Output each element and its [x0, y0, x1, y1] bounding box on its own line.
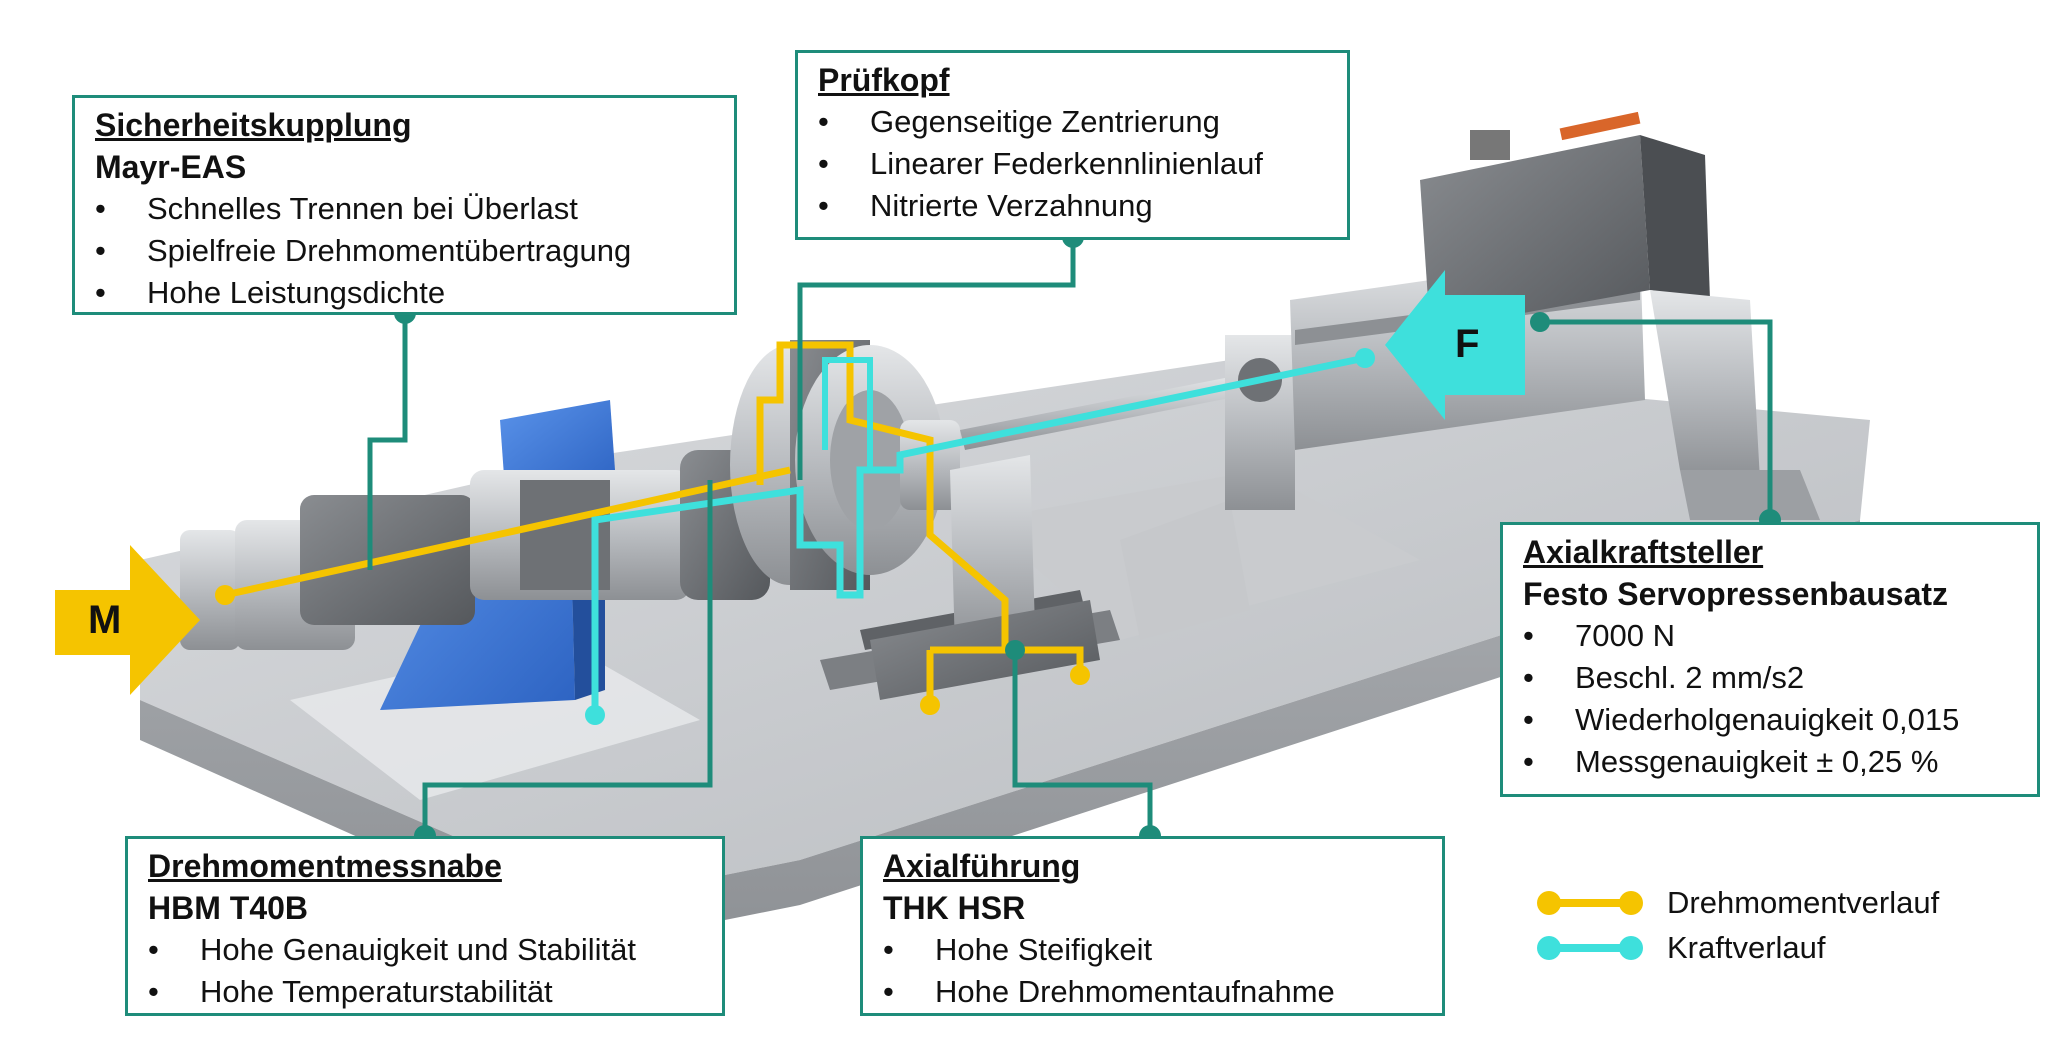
list-item: • Schnelles Trennen bei Überlast — [95, 188, 714, 230]
list-item: • Messgenauigkeit ± 0,25 % — [1523, 741, 2017, 783]
bullet: • — [1523, 744, 1534, 779]
bullet-text: 7000 N — [1575, 618, 1675, 653]
list-item: • Hohe Genauigkeit und Stabilität — [148, 929, 702, 971]
force-input-arrow — [1385, 270, 1525, 420]
bullet-list: • Gegenseitige Zentrierung • Linearer Fede… — [818, 101, 1327, 227]
legend-item-torque: Drehmomentverlauf — [1535, 885, 1939, 921]
list-item: • Hohe Drehmomentaufnahme — [883, 971, 1422, 1013]
callout-subheading: THK HSR — [883, 890, 1026, 926]
bullet: • — [95, 275, 106, 310]
bullet: • — [818, 146, 829, 181]
leader-lines — [367, 237, 1773, 836]
list-item: • Hohe Leistungsdichte — [95, 272, 714, 314]
bullet: • — [95, 233, 106, 268]
bullet: • — [818, 104, 829, 139]
bullet-text: Beschl. 2 mm/s2 — [1575, 660, 1805, 695]
bullet-list: • Hohe Steifigkeit • Hohe Drehmomentaufnah… — [883, 929, 1422, 1013]
bullet-list: • Schnelles Trennen bei Überlast • Spielfr… — [95, 188, 714, 314]
bullet: • — [148, 974, 159, 1009]
bullet-list: • 7000 N • Beschl. 2 mm/s2 • Wiederholgenau… — [1523, 615, 2017, 783]
bullet-list: • Hohe Genauigkeit und Stabilität • Hohe T… — [148, 929, 702, 1013]
callout-heading: Prüfkopf — [818, 62, 950, 98]
list-item: • Spielfreie Drehmomentübertragung — [95, 230, 714, 272]
bullet-text: Hohe Temperaturstabilität — [200, 974, 553, 1009]
callout-heading: Sicherheitskupplung — [95, 107, 412, 143]
bullet-text: Hohe Steifigkeit — [935, 932, 1153, 967]
list-item: • Hohe Steifigkeit — [883, 929, 1422, 971]
list-item: • Wiederholgenauigkeit 0,015 — [1523, 699, 2017, 741]
callout-subheading: HBM T40B — [148, 890, 309, 926]
callout-heading: Axialkraftsteller — [1523, 534, 1764, 570]
callout-subheading: Festo Servopressenbausatz — [1523, 576, 1949, 612]
bullet: • — [883, 932, 894, 967]
bullet-text: Schnelles Trennen bei Überlast — [147, 191, 578, 226]
bullet-text: Hohe Leistungsdichte — [147, 275, 446, 310]
bullet-text: Hohe Drehmomentaufnahme — [935, 974, 1335, 1009]
callout-axialkraftsteller: Axialkraftsteller Festo Servopressenbaus… — [1500, 522, 2040, 797]
bullet: • — [148, 932, 159, 967]
callout-heading: Drehmomentmessnabe — [148, 848, 502, 884]
bullet-text: Hohe Genauigkeit und Stabilität — [200, 932, 637, 967]
torque-path — [215, 341, 1090, 715]
list-item: • Beschl. 2 mm/s2 — [1523, 657, 2017, 699]
bullet: • — [818, 188, 829, 223]
bullet: • — [95, 191, 106, 226]
servo-motor — [1420, 111, 1820, 520]
bullet: • — [883, 974, 894, 1009]
legend-label: Kraftverlauf — [1667, 930, 1826, 965]
callout-sicherheitskupplung: Sicherheitskupplung Mayr-EAS • Schnelles … — [72, 95, 737, 315]
bullet-text: Nitrierte Verzahnung — [870, 188, 1153, 223]
bullet-text: Messgenauigkeit ± 0,25 % — [1575, 744, 1939, 779]
bullet-text: Gegenseitige Zentrierung — [870, 104, 1220, 139]
legend-item-force: Kraftverlauf — [1535, 930, 1826, 966]
bullet: • — [1523, 618, 1534, 653]
torque-input-arrow — [55, 545, 200, 695]
bullet: • — [1523, 702, 1534, 737]
callout-pruefkopf: Prüfkopf • Gegenseitige Zentrierung • Line… — [795, 50, 1350, 240]
list-item: • Nitrierte Verzahnung — [818, 185, 1327, 227]
callout-subheading: Mayr-EAS — [95, 149, 247, 185]
bullet-text: Wiederholgenauigkeit 0,015 — [1575, 702, 1960, 737]
torque-legend-swatch — [1537, 891, 1643, 915]
callout-drehmomentmessnabe: Drehmomentmessnabe HBM T40B • Hohe Genaui… — [125, 836, 725, 1016]
bullet-text: Linearer Federkennlinienlauf — [870, 146, 1263, 181]
list-item: • 7000 N — [1523, 615, 2017, 657]
force-legend-swatch — [1537, 936, 1643, 960]
force-arrow-label: F — [1455, 322, 1480, 366]
callout-axialfuehrung: Axialführung THK HSR • Hohe Steifigkeit •… — [860, 836, 1445, 1016]
bullet: • — [1523, 660, 1534, 695]
callout-heading: Axialführung — [883, 848, 1081, 884]
bullet-text: Spielfreie Drehmomentübertragung — [147, 233, 632, 268]
legend-label: Drehmomentverlauf — [1667, 885, 1940, 920]
list-item: • Hohe Temperaturstabilität — [148, 971, 702, 1013]
torque-arrow-label: M — [88, 598, 122, 642]
force-path — [585, 348, 1375, 725]
list-item: • Linearer Federkennlinienlauf — [818, 143, 1327, 185]
list-item: • Gegenseitige Zentrierung — [818, 101, 1327, 143]
